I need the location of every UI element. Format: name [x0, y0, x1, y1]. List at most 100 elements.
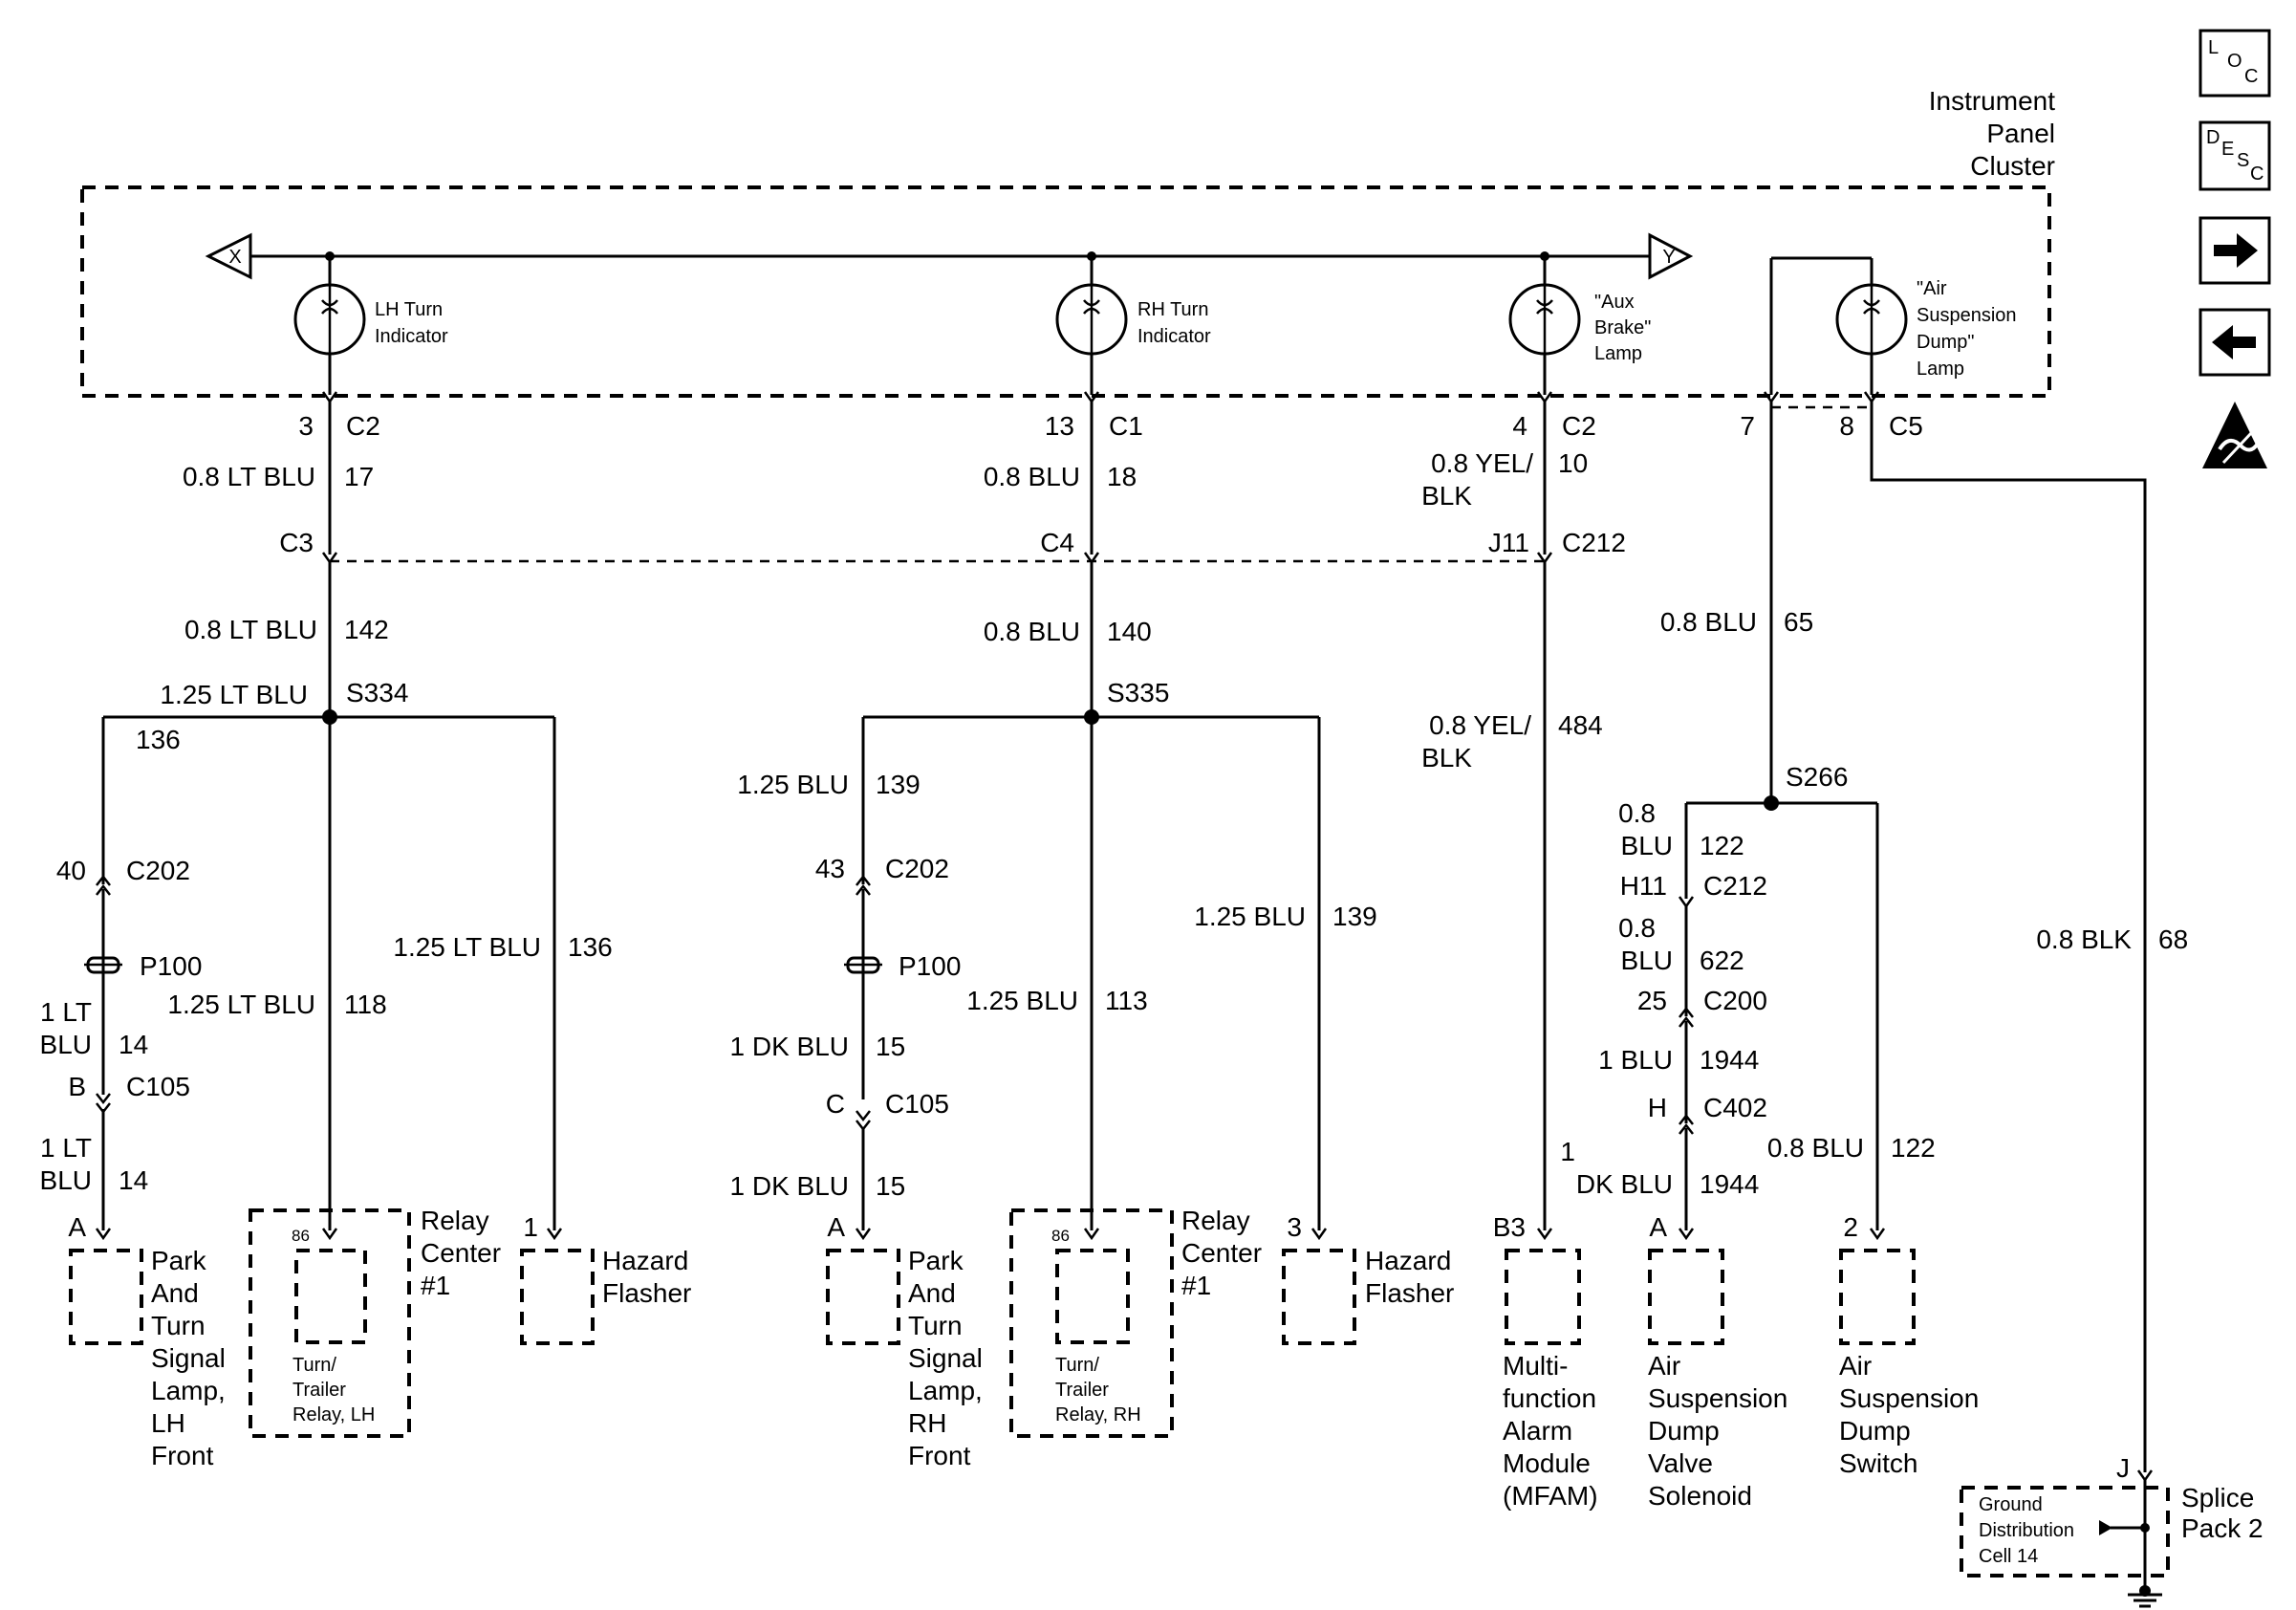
relay-lh-label-1: Relay — [421, 1206, 489, 1235]
relay-lh-inner-1: Turn/ — [292, 1355, 336, 1376]
conn-label-c5: C5 — [1889, 411, 1923, 441]
wire-484-circuit: 484 — [1558, 710, 1603, 740]
relay-rh-inner-1: Turn/ — [1055, 1355, 1099, 1376]
svg-text:Front: Front — [908, 1441, 971, 1470]
c202a-label: C202 — [126, 856, 190, 885]
wire-65-circuit: 65 — [1784, 607, 1813, 637]
svg-text:Dump: Dump — [1648, 1416, 1720, 1446]
c200-pin: 25 — [1637, 986, 1667, 1015]
splice-pack-box — [1960, 1486, 2170, 1577]
mfam-box — [1505, 1249, 1581, 1345]
wire-122b-color: 0.8 BLU — [1767, 1133, 1864, 1163]
relay-lh-label-2: Center — [421, 1238, 501, 1268]
wire-122a-circuit: 122 — [1700, 831, 1744, 860]
relay-rh-inner-2: Trailer — [1055, 1380, 1109, 1401]
wire-142-circuit: 142 — [344, 615, 389, 644]
wire-18-circuit: 18 — [1107, 462, 1137, 491]
c105b-label: C105 — [885, 1089, 949, 1119]
pin-label-13: 13 — [1045, 411, 1074, 441]
wire-68-circuit: 68 — [2158, 925, 2188, 954]
c202b-label: C202 — [885, 854, 949, 883]
wire-14b-color-2: BLU — [40, 1165, 92, 1195]
svg-text:Module: Module — [1503, 1448, 1591, 1478]
svg-text:Valve: Valve — [1648, 1448, 1713, 1478]
relay-rh-pin: 86 — [1051, 1227, 1070, 1245]
back-arrow-icon[interactable] — [2199, 308, 2271, 377]
wire-122a-color-2: BLU — [1621, 831, 1673, 860]
wire-139a-color: 1.25 BLU — [737, 770, 849, 799]
p100-a — [84, 956, 122, 974]
wire-113-circuit: 113 — [1105, 986, 1148, 1015]
relay-lh-inner-3: Relay, LH — [292, 1404, 375, 1425]
wire-622-circuit: 622 — [1700, 946, 1744, 975]
wire-68-color: 0.8 BLK — [2036, 925, 2132, 954]
hazard-lh-pin: 1 — [523, 1212, 538, 1242]
p100-b — [844, 956, 882, 974]
splice-pack-label-1: Splice — [2181, 1483, 2254, 1512]
wire-68 — [1870, 402, 2147, 1472]
pin-label-8: 8 — [1839, 411, 1854, 441]
svg-text:E: E — [2221, 139, 2234, 160]
lamp-lh-label-2: Indicator — [375, 326, 448, 347]
c402-label: C402 — [1703, 1093, 1767, 1122]
bus-y-label: Y — [1662, 247, 1675, 268]
hazard-rh-label-1: Hazard — [1365, 1246, 1451, 1275]
wire-139b-circuit: 139 — [1332, 902, 1377, 931]
conn-label-c2-b: C2 — [1562, 411, 1596, 441]
wire-10-color-1: 0.8 YEL/ — [1431, 448, 1533, 478]
splice-pack-arrow — [2099, 1520, 2112, 1535]
wire-136b-color: 1.25 LT BLU — [393, 932, 541, 962]
wire-65-color: 0.8 BLU — [1660, 607, 1757, 637]
solenoid-label: Air Suspension Dump Valve Solenoid — [1648, 1351, 1787, 1511]
lamp-rh-label-1: RH Turn — [1137, 299, 1208, 320]
svg-text:Front: Front — [151, 1441, 214, 1470]
wire-122b-circuit: 122 — [1891, 1133, 1936, 1163]
hazard-rh-pin: 3 — [1287, 1212, 1302, 1242]
conn-c212-label: C212 — [1562, 528, 1626, 557]
c202b-pin: 43 — [815, 854, 845, 883]
bus-x-label: X — [228, 247, 241, 268]
desc-icon[interactable]: D E S C — [2199, 120, 2271, 191]
wire-118-color: 1.25 LT BLU — [167, 990, 315, 1019]
svg-text:Air: Air — [1839, 1351, 1872, 1381]
wire-14a-circuit: 14 — [119, 1030, 148, 1059]
forward-arrow-icon[interactable] — [2199, 216, 2271, 285]
svg-text:D: D — [2206, 127, 2220, 148]
wire-14b-color-1: 1 LT — [40, 1133, 92, 1163]
conn-label-c1: C1 — [1109, 411, 1143, 441]
wire-10-circuit: 10 — [1558, 448, 1588, 478]
ground-icon — [2128, 1585, 2162, 1608]
ipc-label-3: Cluster — [1970, 151, 2055, 181]
svg-text:Signal: Signal — [908, 1343, 983, 1373]
relay-rh-inner-3: Relay, RH — [1055, 1404, 1141, 1425]
c105b-pin: C — [826, 1089, 845, 1119]
c202a-pin: 40 — [56, 856, 86, 885]
svg-text:RH: RH — [908, 1408, 946, 1438]
lamp-aux-label-3: Lamp — [1594, 343, 1642, 364]
switch-label: Air Suspension Dump Switch — [1839, 1351, 1979, 1478]
hazard-rh-label-2: Flasher — [1365, 1278, 1454, 1308]
relay-lh-inner-2: Trailer — [292, 1380, 346, 1401]
wire-18-color: 0.8 BLU — [984, 462, 1080, 491]
lamp-air-label-4: Lamp — [1917, 359, 1964, 380]
conn-j11-label: J11 — [1488, 528, 1529, 557]
lamp-lh-turn: LH Turn Indicator — [293, 256, 448, 395]
park-rh-pin: A — [827, 1212, 845, 1242]
loc-icon[interactable]: L O C — [2199, 29, 2271, 98]
svg-text:And: And — [151, 1278, 199, 1308]
svg-text:Dump: Dump — [1839, 1416, 1911, 1446]
wire-139b-color: 1.25 BLU — [1194, 902, 1306, 931]
splice-pack-inner: Ground Distribution Cell 14 — [1979, 1494, 2074, 1567]
lamp-rh-turn: RH Turn Indicator — [1055, 256, 1211, 395]
svg-text:Park: Park — [908, 1246, 964, 1275]
p100b-label: P100 — [899, 951, 961, 981]
splice-pack-pin: J — [2116, 1453, 2130, 1483]
c105a-pin: B — [68, 1072, 86, 1101]
lamp-aux-label-1: "Aux — [1594, 292, 1635, 313]
h11-label: H11 — [1620, 871, 1667, 901]
svg-text:Solenoid: Solenoid — [1648, 1481, 1752, 1511]
wire-15b-circuit: 15 — [876, 1171, 905, 1201]
relay-rh-label-3: #1 — [1181, 1271, 1211, 1300]
